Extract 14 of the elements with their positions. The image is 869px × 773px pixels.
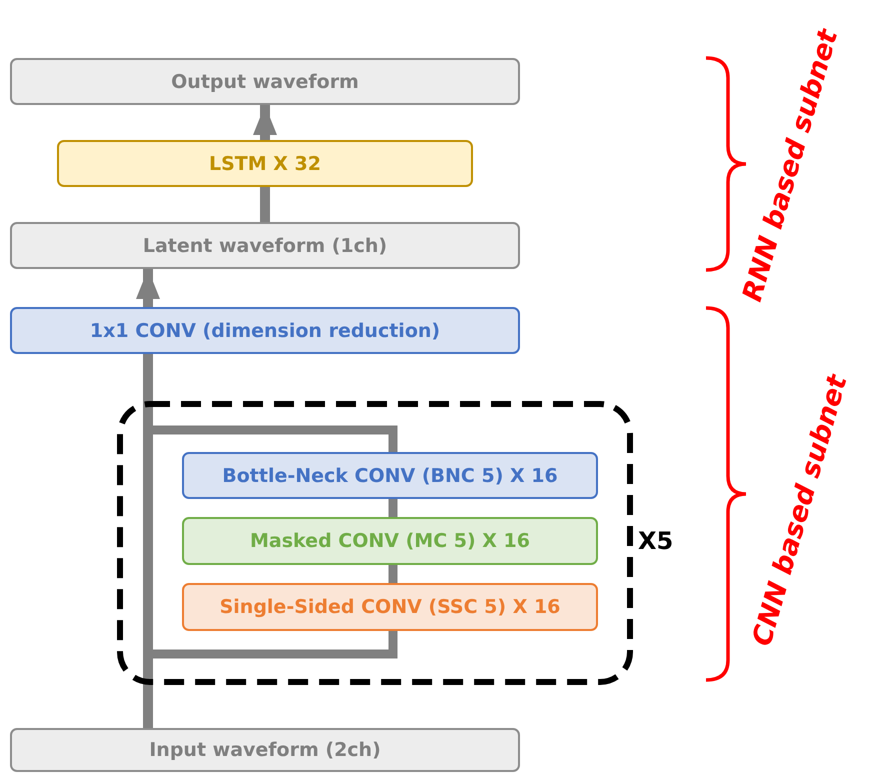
dashed-group-outline (118, 402, 632, 684)
io-box: Input waveform (2ch) (10, 728, 520, 772)
arrow (253, 105, 277, 140)
conv-box: Single-Sided CONV (SSC 5) X 16 (182, 583, 598, 631)
conv-box: 1x1 CONV (dimension reduction) (10, 307, 520, 354)
repeat-count: X5 (638, 527, 674, 555)
lstm-box: LSTM X 32 (57, 140, 473, 187)
io-box: Output waveform (10, 58, 520, 105)
io-box: Latent waveform (1ch) (10, 222, 520, 269)
subnet-label: CNN based subnet (746, 371, 854, 649)
arrow (136, 269, 160, 307)
conv-box: Bottle-Neck CONV (BNC 5) X 16 (182, 452, 598, 499)
subnet-label: RNN based subnet (736, 26, 844, 304)
conv-box: Masked CONV (MC 5) X 16 (182, 517, 598, 565)
